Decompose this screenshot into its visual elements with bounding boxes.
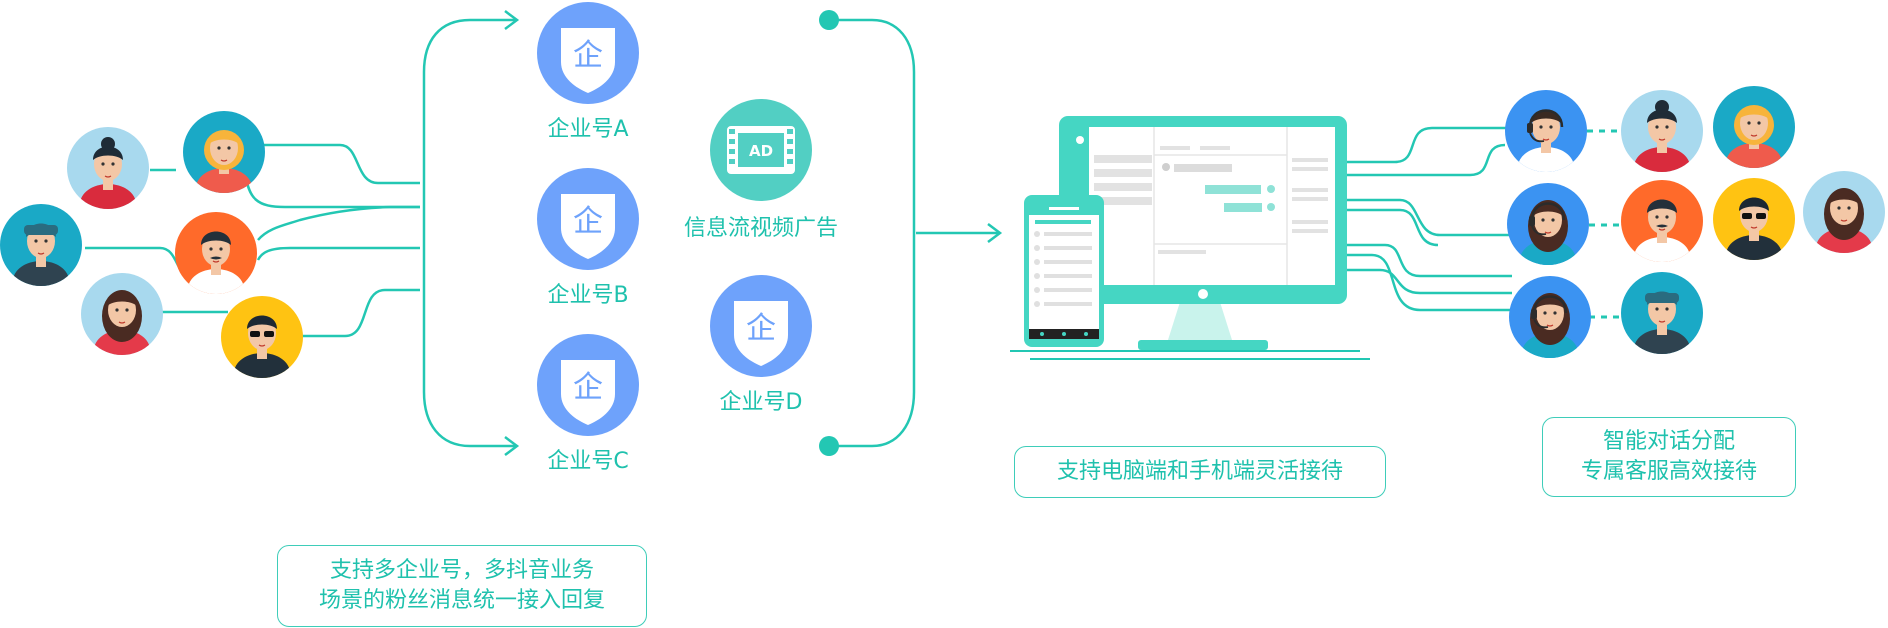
enterprise-badge-glyph: 企 [573, 370, 603, 405]
dispatch-caption-line2: 专属客服高效接待 [1580, 459, 1757, 484]
agent-man-headset [1505, 90, 1587, 172]
avatar-layer [0, 86, 1885, 378]
dispatch-caption: 智能对话分配 专属客服高效接待 [1542, 417, 1796, 497]
device-bracket [830, 18, 1003, 448]
dispatch-caption-line1: 智能对话分配 [1602, 429, 1735, 454]
fan-man-sunglasses [221, 296, 303, 378]
agent-dashes [1587, 129, 1621, 319]
enterprise-badge-glyph: 企 [746, 311, 776, 346]
fan-woman-blonde [183, 111, 265, 193]
customer-woman-curly [1803, 171, 1885, 253]
device-caption: 支持电脑端和手机端灵活接待 [1014, 446, 1386, 498]
fan-woman-curly [81, 273, 163, 355]
customer-man-sunglasses [1713, 178, 1795, 260]
agent-connectors [1347, 126, 1512, 312]
customer-woman-bun [1621, 90, 1703, 172]
enterprise-label-a: 企业号A [547, 117, 628, 142]
multi-account-caption-line1: 支持多企业号，多抖音业务 [329, 558, 594, 583]
bracket-dot-bottom [819, 436, 839, 456]
ad-icon: AD [749, 142, 773, 160]
customer-woman-blonde [1713, 86, 1795, 168]
account-bus [422, 10, 520, 456]
device-caption-text: 支持电脑端和手机端灵活接待 [1056, 459, 1343, 484]
enterprise-label-d: 企业号D [720, 390, 803, 415]
customer-man-cap [1621, 272, 1703, 354]
enterprise-account-c[interactable]: 企 企业号C [537, 334, 639, 474]
enterprise-badge-glyph: 企 [573, 38, 603, 73]
multi-account-caption: 支持多企业号，多抖音业务 场景的粉丝消息统一接入回复 [277, 545, 647, 627]
agent-woman-headset [1507, 183, 1589, 265]
customer-man-mustache [1621, 180, 1703, 262]
ad-source[interactable]: AD 信息流视频广告 [684, 99, 838, 241]
ad-source-label: 信息流视频广告 [684, 216, 838, 241]
multi-account-caption-line2: 场景的粉丝消息统一接入回复 [318, 588, 605, 613]
enterprise-label-c: 企业号C [547, 449, 628, 474]
enterprise-badge-glyph: 企 [573, 204, 603, 239]
agent-woman-headset-2 [1509, 276, 1591, 358]
enterprise-account-d[interactable]: 企 企业号D [710, 275, 812, 415]
device-illustration [1010, 116, 1370, 360]
fan-woman-bun [67, 127, 149, 209]
enterprise-label-b: 企业号B [547, 283, 628, 308]
enterprise-account-b[interactable]: 企 企业号B [537, 168, 639, 308]
enterprise-account-a[interactable]: 企 企业号A [537, 2, 639, 142]
bracket-dot-top [819, 10, 839, 30]
fan-man-cap [0, 204, 82, 286]
fan-man-mustache [175, 212, 257, 294]
